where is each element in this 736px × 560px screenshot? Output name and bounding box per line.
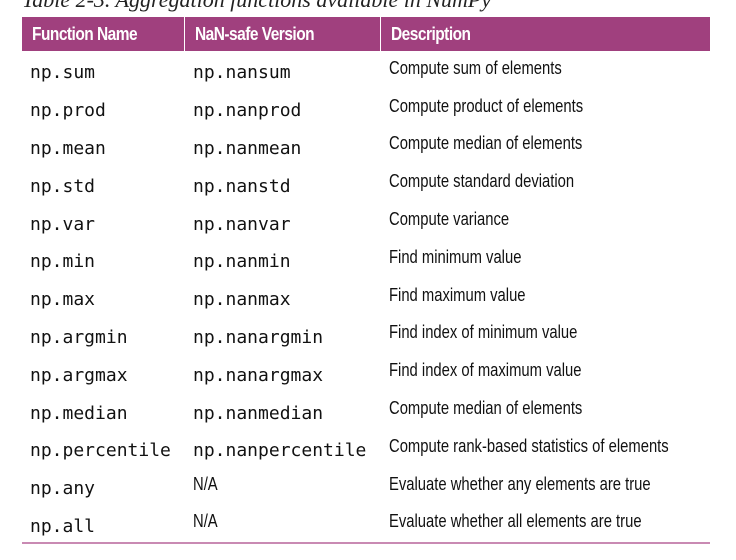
nan-safe-version-cell: N/A xyxy=(184,505,380,543)
header-description: Description xyxy=(379,17,710,51)
description-text: Find maximum value xyxy=(389,283,526,305)
nan-safe-version-text: N/A xyxy=(193,510,218,532)
table-row: np.all N/A Evaluate whether all elements a… xyxy=(22,505,710,543)
table-bottom-rule xyxy=(22,542,710,544)
table-row: np.prod np.nanprod Compute product of elem… xyxy=(22,89,710,127)
header-description-label: Description xyxy=(390,23,471,44)
table-row: np.argmin np.nanargmin Find index of minim… xyxy=(22,316,710,354)
function-name-cell: np.argmax xyxy=(30,364,128,386)
description-text: Compute rank-based statistics of element… xyxy=(389,434,669,456)
description-cell: Find maximum value xyxy=(380,278,710,316)
function-name-cell: np.any xyxy=(30,478,96,500)
description-cell: Evaluate whether all elements are true xyxy=(380,505,710,543)
description-cell: Find minimum value xyxy=(380,240,710,278)
table-row: np.median np.nanmedian Compute median of e… xyxy=(22,391,710,429)
function-name-cell: np.percentile xyxy=(30,440,171,462)
description-cell: Compute rank-based statistics of element… xyxy=(380,429,710,467)
table-row: np.sum np.nansum Compute sum of elements xyxy=(22,51,710,89)
table-row: np.max np.nanmax Find maximum value xyxy=(22,278,710,316)
function-name-cell: np.argmin xyxy=(30,326,128,348)
description-text: Evaluate whether any elements are true xyxy=(389,472,651,494)
nan-safe-version-cell: np.nanstd xyxy=(193,175,291,197)
function-name-cell: np.min xyxy=(30,251,96,273)
description-text: Find index of minimum value xyxy=(389,321,578,343)
nan-safe-version-cell: np.nanargmin xyxy=(193,326,324,348)
table-row: np.any N/A Evaluate whether any elements a… xyxy=(22,467,710,505)
description-text: Compute median of elements xyxy=(389,397,583,419)
description-cell: Find index of minimum value xyxy=(380,316,710,354)
description-cell: Compute median of elements xyxy=(380,391,710,429)
description-cell: Evaluate whether any elements are true xyxy=(380,467,710,505)
table-row: np.mean np.nanmean Compute median of eleme… xyxy=(22,127,710,165)
header-function-name: Function Name xyxy=(22,17,184,51)
function-name-cell: np.prod xyxy=(30,100,106,122)
nan-safe-version-cell: np.nanprod xyxy=(193,100,302,122)
nan-safe-version-cell: np.nanvar xyxy=(193,213,291,235)
description-cell: Compute variance xyxy=(380,202,710,240)
table-row: np.argmax np.nanargmax Find index of maxim… xyxy=(22,353,710,391)
header-function-name-label: Function Name xyxy=(32,23,138,44)
nan-safe-version-cell: np.nansum xyxy=(193,62,291,84)
description-cell: Compute median of elements xyxy=(380,127,710,165)
function-name-cell: np.max xyxy=(30,289,96,311)
description-cell: Compute sum of elements xyxy=(380,51,710,89)
nan-safe-version-cell: np.nanpercentile xyxy=(193,440,367,462)
function-name-cell: np.median xyxy=(30,402,128,424)
nan-safe-version-cell: np.nanmedian xyxy=(193,402,324,424)
function-name-cell: np.sum xyxy=(30,62,96,84)
description-text: Evaluate whether all elements are true xyxy=(389,510,642,532)
description-text: Compute standard deviation xyxy=(389,170,575,192)
description-text: Find minimum value xyxy=(389,245,522,267)
nan-safe-version-cell: np.nanmean xyxy=(193,137,302,159)
aggregation-functions-table: Function Name NaN-safe Version Descripti… xyxy=(22,17,710,542)
header-nan-safe-version: NaN-safe Version xyxy=(183,17,380,51)
header-row: Function Name NaN-safe Version Descripti… xyxy=(22,17,710,51)
description-text: Compute product of elements xyxy=(389,94,584,116)
description-cell: Compute standard deviation xyxy=(380,164,710,202)
table-row: np.min np.nanmin Find minimum value xyxy=(22,240,710,278)
function-name-cell: np.all xyxy=(30,515,96,537)
description-text: Compute variance xyxy=(389,208,510,230)
table-row: np.std np.nanstd Compute standard deviatio… xyxy=(22,164,710,202)
description-text: Compute sum of elements xyxy=(389,56,562,78)
table-row: np.percentile np.nanpercentile Compute ran… xyxy=(22,429,710,467)
table-header: Function Name NaN-safe Version Descripti… xyxy=(22,17,710,51)
function-name-cell: np.std xyxy=(30,175,96,197)
description-cell: Find index of maximum value xyxy=(380,353,710,391)
nan-safe-version-cell: np.nanmax xyxy=(193,289,291,311)
nan-safe-version-cell: np.nanargmax xyxy=(193,364,324,386)
nan-safe-version-cell: N/A xyxy=(184,467,380,505)
table-caption: Table 2-3. Aggregation functions availab… xyxy=(22,0,712,13)
function-name-cell: np.mean xyxy=(30,137,106,159)
description-text: Find index of maximum value xyxy=(389,359,582,381)
description-text: Compute median of elements xyxy=(389,132,583,154)
header-nan-safe-version-label: NaN-safe Version xyxy=(194,23,315,44)
function-name-cell: np.var xyxy=(30,213,96,235)
nan-safe-version-cell: np.nanmin xyxy=(193,251,291,273)
table-row: np.var np.nanvar Compute variance xyxy=(22,202,710,240)
nan-safe-version-text: N/A xyxy=(193,472,218,494)
description-cell: Compute product of elements xyxy=(380,89,710,127)
